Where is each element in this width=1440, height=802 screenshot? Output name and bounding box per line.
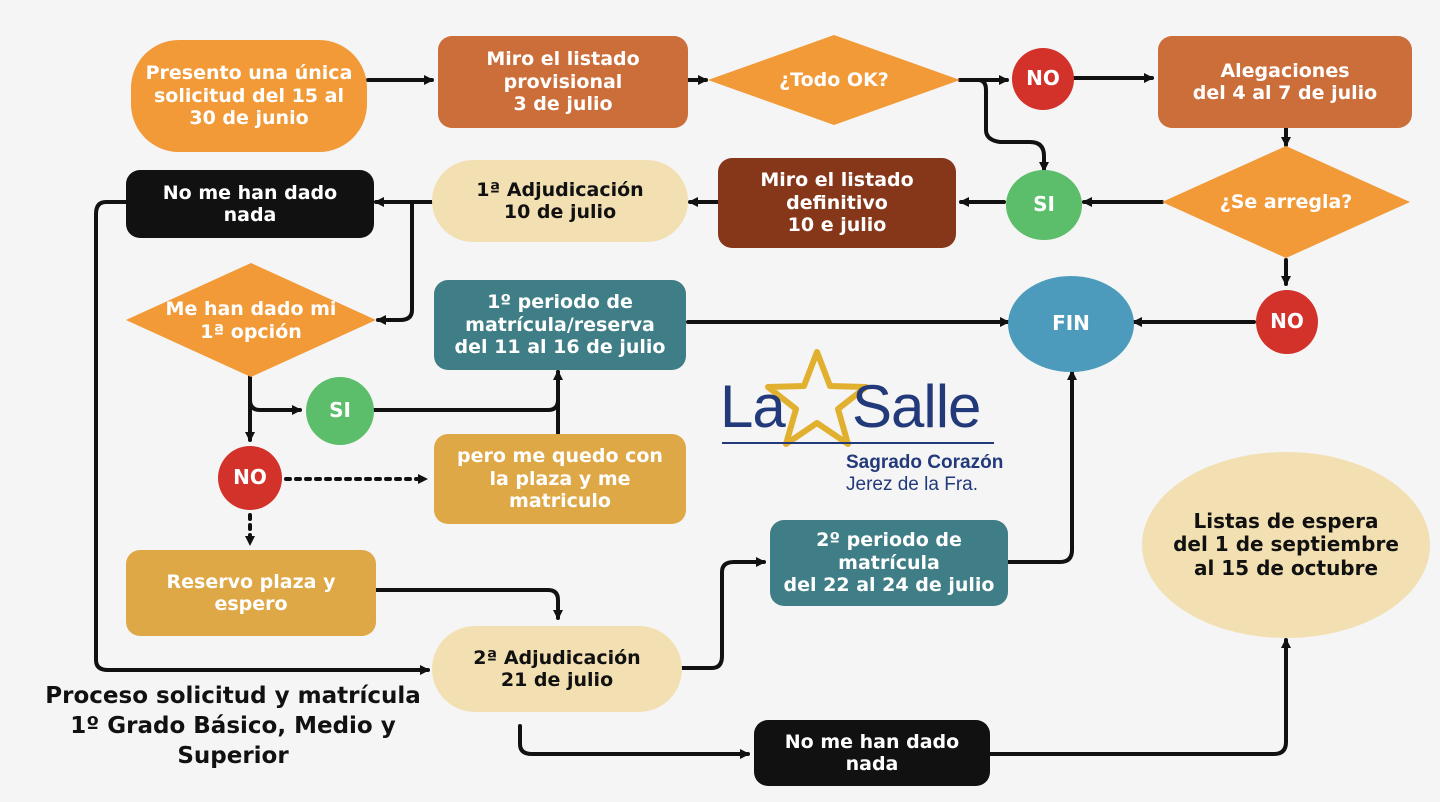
arrow-reservo-to-adjudicacion-2 xyxy=(374,588,563,620)
node-adjudicacion-1: 1ª Adjudicación 10 de julio xyxy=(432,160,688,242)
arrow-adjudicacion-2-to-no-me-han-dado-2 xyxy=(518,724,750,759)
diamond-se-arregla xyxy=(1162,146,1410,258)
node-reservo: Reservo plaza y espero xyxy=(126,550,376,636)
node-no-1: NO xyxy=(1012,48,1074,110)
node-listas-espera: Listas de espera del 1 de septiembre al … xyxy=(1142,452,1430,638)
node-presento-solicitud: Presento una única solicitud del 15 al 3… xyxy=(131,40,367,152)
node-no-2: NO xyxy=(218,446,282,510)
label-primera-opcion: Me han dado mi 1ª opción xyxy=(165,298,337,343)
label-se-arregla: ¿Se arregla? xyxy=(1219,190,1353,213)
node-fin: FIN xyxy=(1008,276,1134,372)
node-si-1: SI xyxy=(1006,170,1082,240)
arrow-no-me-han-dado-2-to-listas xyxy=(988,638,1291,756)
node-listado-provisional: Miro el listado provisional 3 de julio xyxy=(438,36,688,128)
arrow-adjudicacion-to-primera-opcion xyxy=(376,200,414,325)
node-si-2: SI xyxy=(306,377,374,445)
arrow-no-me-han-dado-to-adjudicacion-2 xyxy=(94,200,430,675)
logo-line-sagrado: Sagrado Corazón xyxy=(846,452,1004,473)
arrow-adjudicacion-2-to-periodo-2 xyxy=(680,557,766,670)
arrow-periodo-2-to-fin xyxy=(1006,370,1077,564)
logo-word-la: La xyxy=(720,373,786,440)
node-adjudicacion-2: 2ª Adjudicación 21 de julio xyxy=(432,626,682,712)
node-no-3: NO xyxy=(1256,290,1318,354)
node-alegaciones: Alegaciones del 4 al 7 de julio xyxy=(1158,36,1412,128)
logo-word-salle: Salle xyxy=(852,373,981,440)
diagram-caption: Proceso solicitud y matrícula 1º Grado B… xyxy=(45,683,421,769)
label-todo-ok: ¿Todo OK? xyxy=(779,68,889,91)
arrow-si-to-periodo-1 xyxy=(372,370,563,412)
node-periodo-1: 1º periodo de matrícula/reserva del 11 a… xyxy=(434,280,686,370)
node-no-me-han-dado-1: No me han dado nada xyxy=(126,170,374,238)
star-icon xyxy=(765,349,869,447)
diamond-todo-ok xyxy=(708,35,960,125)
node-me-quedo: pero me quedo con la plaza y me matricul… xyxy=(434,434,686,524)
node-no-me-han-dado-2: No me han dado nada xyxy=(754,720,990,786)
node-listado-definitivo: Miro el listado definitivo 10 e julio xyxy=(718,158,956,248)
node-periodo-2: 2º periodo de matrícula del 22 al 24 de … xyxy=(770,520,1008,606)
arrow-todo-ok-to-si xyxy=(958,78,1049,172)
logo-line-jerez: Jerez de la Fra. xyxy=(846,474,978,495)
arrow-opcion-to-si xyxy=(248,373,302,415)
diamond-primera-opcion xyxy=(126,263,376,377)
